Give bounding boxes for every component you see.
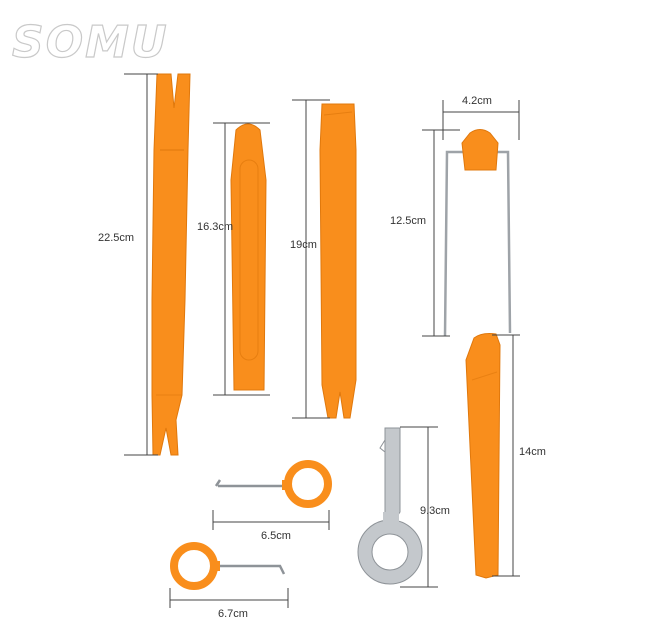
clip-height-label: 12.5cm (390, 215, 426, 227)
dimension-tool3: 19cm (290, 99, 330, 419)
dimension-tool1: 22.5cm (98, 73, 158, 456)
hook-b-length-label: 6.7cm (218, 608, 248, 620)
tool2-length-label: 16.3cm (197, 221, 233, 233)
wedge-length-label: 14cm (519, 446, 546, 458)
clip-puller-tool (443, 129, 512, 337)
dimension-clip-height: 12.5cm (390, 129, 460, 337)
pry-tool-16cm (230, 123, 267, 391)
pry-tool-22cm (151, 73, 191, 456)
dimension-tool2: 16.3cm (197, 122, 270, 396)
brand-logo: SOMU (12, 17, 169, 68)
dimension-hook-b: 6.7cm (169, 588, 289, 620)
dimension-clip-width: 4.2cm (442, 95, 520, 140)
hook-a-length-label: 6.5cm (261, 530, 291, 542)
tool1-length-label: 22.5cm (98, 232, 134, 244)
hook-tool-b (170, 542, 286, 590)
wedge-tool (465, 333, 501, 579)
pry-tool-19cm (319, 103, 357, 419)
radio-removal-key (357, 427, 423, 585)
tool3-length-label: 19cm (290, 239, 317, 251)
dimension-hook-a: 6.5cm (212, 510, 330, 542)
hook-tool-a (214, 460, 332, 508)
clip-width-label: 4.2cm (462, 95, 492, 107)
radio-key-label: 9.3cm (420, 505, 450, 517)
dimension-radio-key: 9.3cm (400, 426, 450, 588)
dimension-wedge: 14cm (492, 334, 546, 577)
